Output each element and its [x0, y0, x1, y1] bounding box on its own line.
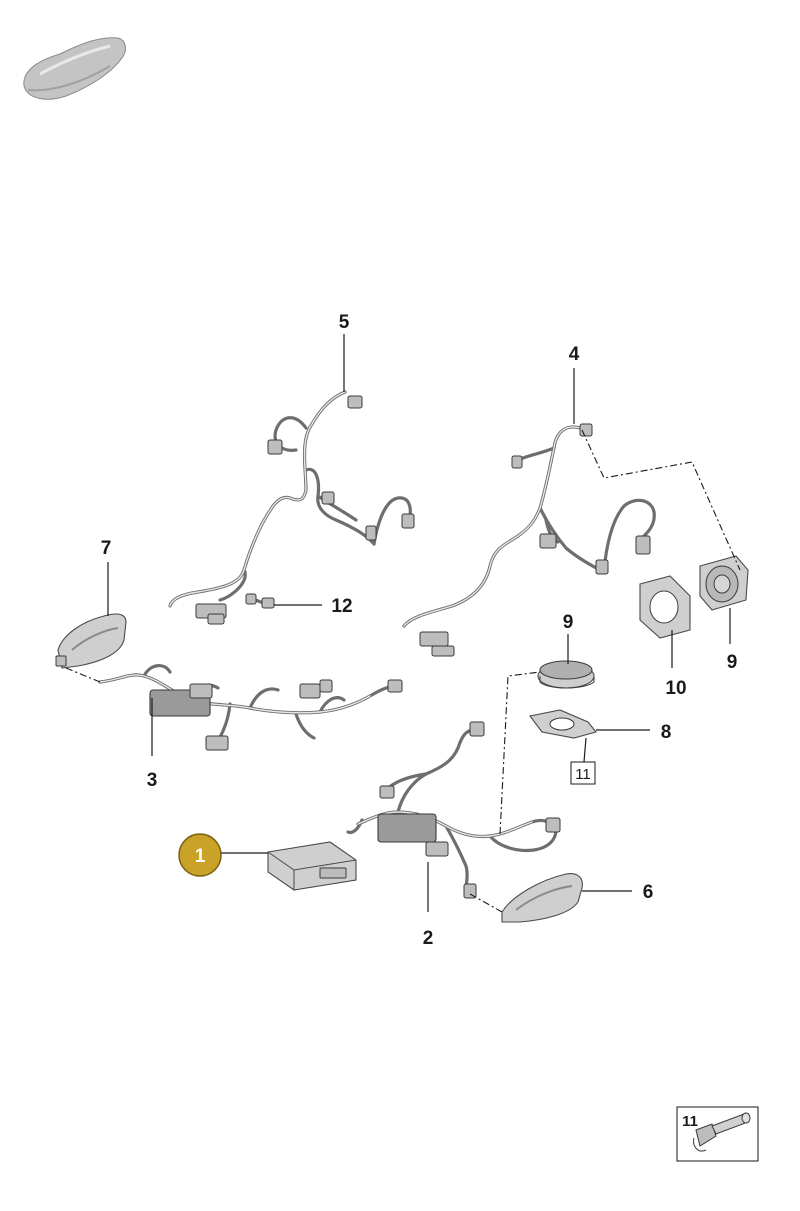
- connector-12[interactable]: [245, 593, 275, 609]
- wiring-harness-4[interactable]: [402, 423, 656, 657]
- connection-line-7-3: [65, 667, 101, 683]
- connection-line-2-9: [499, 671, 541, 835]
- callout-5[interactable]: 5: [339, 312, 350, 333]
- callout-8[interactable]: 8: [661, 722, 672, 743]
- callout-3[interactable]: 3: [147, 770, 158, 791]
- car-silhouette-icon: [23, 37, 126, 100]
- callout-1: 1: [195, 846, 206, 867]
- callout-9-middle[interactable]: 9: [563, 612, 574, 633]
- control-unit-1[interactable]: [267, 841, 357, 891]
- callout-7[interactable]: 7: [101, 538, 112, 559]
- callout-6[interactable]: 6: [643, 882, 654, 903]
- expansion-rivet-icon: [693, 1112, 751, 1152]
- callout-10[interactable]: 10: [665, 678, 686, 699]
- lumbar-unit-9-right[interactable]: [699, 555, 749, 611]
- connection-line-4-9: [581, 429, 741, 571]
- callout-11-boxed[interactable]: 11: [570, 761, 596, 785]
- callout-12[interactable]: 12: [331, 596, 352, 617]
- callout-4[interactable]: 4: [569, 344, 580, 365]
- callout-9-right[interactable]: 9: [727, 652, 738, 673]
- wiring-harness-3[interactable]: [98, 664, 403, 751]
- legend-label: 11: [682, 1113, 698, 1130]
- wiring-harness-2[interactable]: [346, 721, 561, 899]
- bracket-8[interactable]: [529, 709, 597, 739]
- trim-cover-7[interactable]: [55, 613, 127, 669]
- callout-1-highlighted[interactable]: 1: [178, 833, 222, 877]
- wiring-harness-5[interactable]: [168, 390, 415, 625]
- trim-cover-6[interactable]: [501, 873, 583, 923]
- lumbar-unit-9-middle[interactable]: [537, 660, 595, 689]
- legend-box-11: 11: [676, 1106, 759, 1162]
- bracket-10[interactable]: [639, 575, 691, 639]
- leader-lines: [107, 334, 731, 912]
- connection-line-2-6: [469, 893, 503, 913]
- callout-11: 11: [575, 766, 591, 783]
- callout-2[interactable]: 2: [423, 928, 434, 949]
